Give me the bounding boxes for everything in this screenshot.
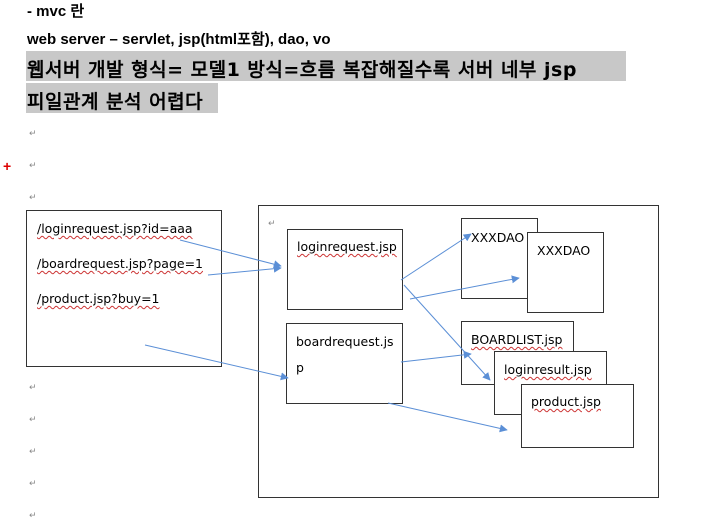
loginresult-label: loginresult.jsp: [504, 362, 592, 377]
arrow-boardrequest-to-boardlist: [400, 350, 472, 363]
boardrequest-box: [286, 323, 403, 404]
arrow-board-to-loginrequest: [207, 264, 282, 276]
highlight-line-2: 피일관계 분석 어렵다: [27, 91, 204, 113]
arrow-loginrequest-to-dao1: [400, 233, 472, 281]
paragraph-mark: ↵: [29, 478, 37, 488]
paragraph-mark: ↵: [29, 192, 37, 202]
arrow-product-to-boardrequest: [144, 344, 289, 381]
highlight-bar-1: [26, 51, 626, 81]
boardrequest-label-2: p: [296, 360, 304, 375]
boardlist-label: BOARDLIST.jsp: [471, 332, 563, 347]
paragraph-mark: ↵: [29, 128, 37, 138]
paragraph-mark: ↵: [29, 382, 37, 392]
highlight-line-1: 웹서버 개발 형식= 모델1 방식=흐름 복잡해질수록 서버 네부 jsp: [27, 59, 577, 81]
arrow-loginrequest-to-dao2: [409, 275, 520, 300]
product-label: product.jsp: [531, 394, 601, 409]
change-marker-icon: +: [3, 158, 12, 174]
arrow-loginrequest-to-loginresult: [403, 284, 491, 381]
request-product: /product.jsp?buy=1: [37, 291, 160, 306]
paragraph-mark: ↵: [29, 414, 37, 424]
loginrequest-label: loginrequest.jsp: [297, 239, 397, 254]
heading-mvc-text: - mvc 란: [27, 3, 85, 20]
arrow-login-to-loginrequest: [179, 239, 282, 269]
paragraph-mark: ↵: [29, 510, 37, 520]
highlight-bar-2: [26, 83, 218, 113]
dao-box-1: [461, 218, 538, 299]
dao-label-1: XXXDAO: [471, 230, 525, 245]
heading-web-server: web server – servlet, jsp(html포함), dao, …: [27, 28, 331, 49]
heading-mvc: - mvc 란: [27, 0, 84, 21]
request-board: /boardrequest.jsp?page=1: [37, 256, 203, 271]
product-box: [521, 384, 634, 448]
dao-label-2: XXXDAO: [537, 243, 591, 258]
client-requests-box: [26, 210, 222, 367]
paragraph-mark: ↵: [268, 218, 276, 228]
paragraph-mark: ↵: [29, 160, 37, 170]
arrow-boardrequest-to-product: [387, 402, 508, 433]
loginrequest-box: [287, 229, 403, 310]
heading-web-server-text: web server – servlet, jsp(html포함), dao, …: [27, 31, 331, 48]
dao-box-2: [527, 232, 604, 313]
request-login: /loginrequest.jsp?id=aaa: [37, 221, 193, 236]
boardrequest-label-1: boardrequest.js: [296, 334, 394, 349]
paragraph-mark: ↵: [29, 446, 37, 456]
